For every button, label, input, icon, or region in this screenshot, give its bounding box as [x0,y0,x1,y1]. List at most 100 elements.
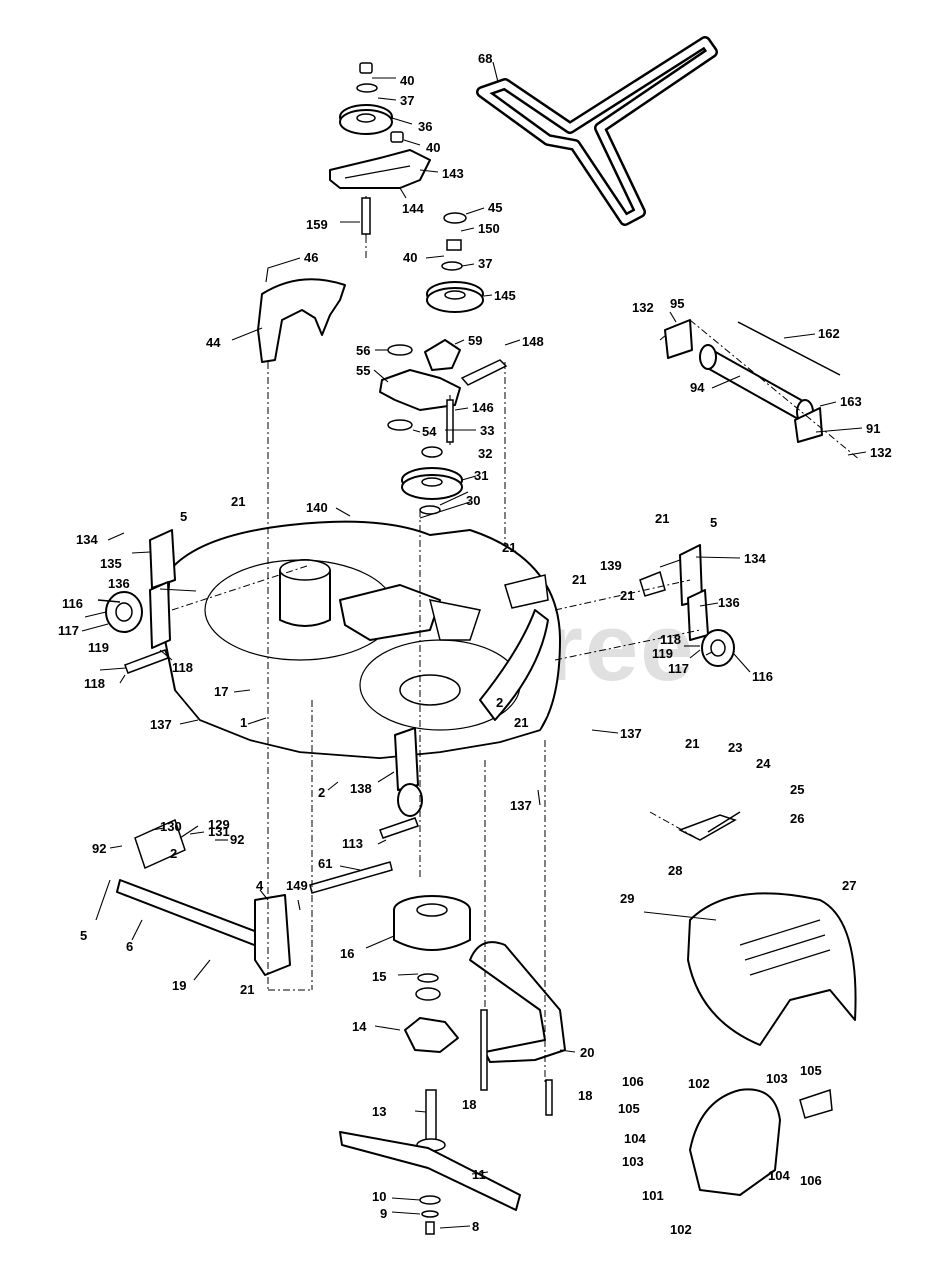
part-label-106: 106 [622,1074,644,1089]
part-label-159: 159 [306,217,328,232]
part-label-145: 145 [494,288,516,303]
part-label-32: 32 [478,446,492,461]
part-label-68: 68 [478,51,492,66]
part-label-46: 46 [304,250,318,265]
idler-bracket-upper [329,149,431,236]
part-label-1: 1 [240,715,247,730]
part-label-18: 18 [578,1088,592,1103]
part-label-92: 92 [230,832,244,847]
leader-lines [81,61,867,1229]
part-label-95: 95 [670,296,684,311]
part-label-136: 136 [718,595,740,610]
part-label-134: 134 [76,532,98,547]
part-label-146: 146 [472,400,494,415]
part-label-37: 37 [478,256,492,271]
part-label-45: 45 [488,200,502,215]
part-label-21: 21 [572,572,586,587]
part-label-5: 5 [180,509,187,524]
idler-arm-55 [379,339,508,445]
part-label-2: 2 [318,785,325,800]
part-label-117: 117 [58,623,79,638]
part-label-119: 119 [88,640,109,655]
part-label-9: 9 [380,1206,387,1221]
part-label-2: 2 [496,695,503,710]
part-label-94: 94 [690,380,705,395]
part-label-14: 14 [352,1019,367,1034]
front-bracket-138 [379,727,423,839]
part-label-149: 149 [286,878,308,893]
right-deck-brackets [639,544,735,667]
belt-guard-44 [257,257,346,363]
part-label-44: 44 [206,335,221,350]
part-label-21: 21 [685,736,699,751]
part-label-140: 140 [306,500,328,515]
lift-link-6 [116,818,393,976]
part-label-5: 5 [710,515,717,530]
part-label-59: 59 [468,333,482,348]
left-deck-brackets [97,529,176,674]
part-label-21: 21 [240,982,254,997]
part-label-92: 92 [92,841,106,856]
anti-scalp-roller [664,319,841,443]
part-label-2: 2 [170,846,177,861]
part-label-163: 163 [840,394,862,409]
part-label-4: 4 [256,878,264,893]
part-label-116: 116 [752,669,773,684]
mower-blade [339,1131,521,1235]
part-label-130: 130 [160,819,182,834]
part-number-labels: 40 37 36 40 143 144 159 68 45 150 40 37 … [58,51,892,1237]
part-label-21: 21 [514,715,528,730]
part-label-135: 135 [100,556,122,571]
part-label-15: 15 [372,969,386,984]
part-label-103: 103 [766,1071,788,1086]
part-label-16: 16 [340,946,354,961]
part-label-8: 8 [472,1219,479,1234]
part-label-139: 139 [600,558,622,573]
part-label-21: 21 [620,588,634,603]
part-label-113: 113 [342,836,363,851]
part-label-104: 104 [768,1168,790,1183]
part-label-138: 138 [350,781,372,796]
discharge-chute-27 [678,811,857,1046]
part-label-33: 33 [480,423,494,438]
part-label-18: 18 [462,1097,476,1112]
part-label-56: 56 [356,343,370,358]
part-label-105: 105 [800,1063,822,1078]
part-label-11: 11 [472,1167,486,1182]
part-label-131: 131 [208,824,230,839]
part-label-37: 37 [400,93,414,108]
baffle-20 [469,941,566,1116]
part-label-36: 36 [418,119,432,134]
part-label-27: 27 [842,878,856,893]
part-label-10: 10 [372,1189,386,1204]
part-label-104: 104 [624,1131,646,1146]
idler-pulley-upper [339,62,404,143]
part-label-21: 21 [231,494,245,509]
part-label-144: 144 [402,201,424,216]
part-label-26: 26 [790,811,804,826]
part-label-148: 148 [522,334,544,349]
part-label-134: 134 [744,551,766,566]
part-label-143: 143 [442,166,464,181]
part-label-116: 116 [62,596,83,611]
part-label-40: 40 [426,140,440,155]
part-label-102: 102 [670,1222,692,1237]
idler-pulley-145 [426,212,484,313]
part-label-21: 21 [502,540,516,555]
part-label-30: 30 [466,493,480,508]
part-label-101: 101 [642,1188,664,1203]
part-label-5: 5 [80,928,87,943]
part-label-137: 137 [150,717,172,732]
part-label-150: 150 [478,221,500,236]
part-label-61: 61 [318,856,332,871]
part-label-13: 13 [372,1104,386,1119]
part-label-55: 55 [356,363,370,378]
part-label-23: 23 [728,740,742,755]
part-label-91: 91 [866,421,880,436]
mower-deck [164,520,561,759]
part-label-102: 102 [688,1076,710,1091]
part-label-118: 118 [660,632,681,647]
part-label-24: 24 [756,756,771,771]
part-label-20: 20 [580,1045,594,1060]
